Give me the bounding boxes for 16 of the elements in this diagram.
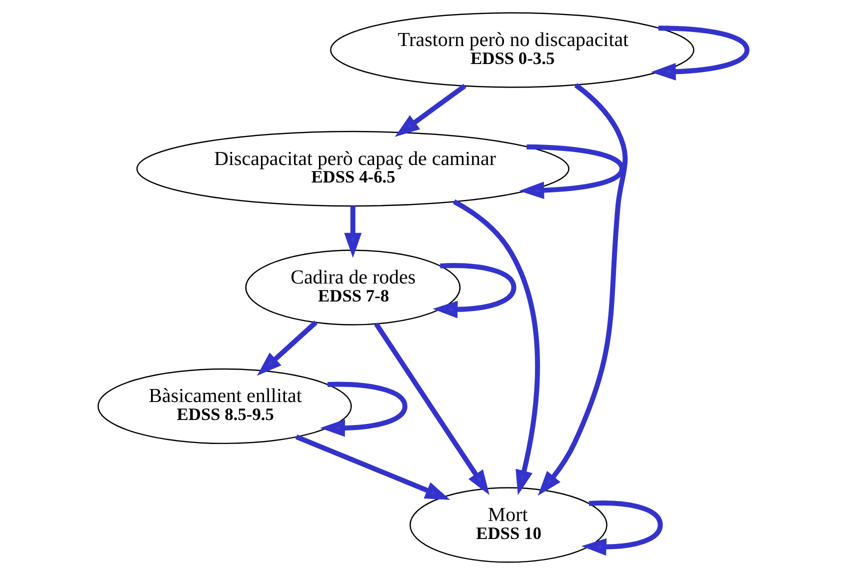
arrow: [295, 434, 450, 500]
arrow: [432, 263, 516, 318]
arrow: [374, 322, 490, 495]
arrow: [538, 83, 628, 496]
arrow: [452, 199, 540, 496]
arrow: [650, 26, 750, 80]
arrow: [257, 320, 318, 376]
arrow: [581, 500, 663, 556]
node-ellipse: Cadira de rodes EDSS 7-8: [245, 250, 461, 326]
node-ellipse: Discapacitat però capaç de caminar EDSS 4-6.5: [136, 130, 570, 207]
arrow: [344, 206, 362, 258]
arrow: [519, 144, 625, 200]
arrow: [320, 382, 408, 437]
arrow: [394, 84, 466, 137]
node-ellipse: Bàsicament enllitat EDSS 8.5-9.5: [98, 368, 352, 444]
node-ellipse: Trastorn però no discapacitat EDSS 0-3.5: [330, 12, 694, 88]
